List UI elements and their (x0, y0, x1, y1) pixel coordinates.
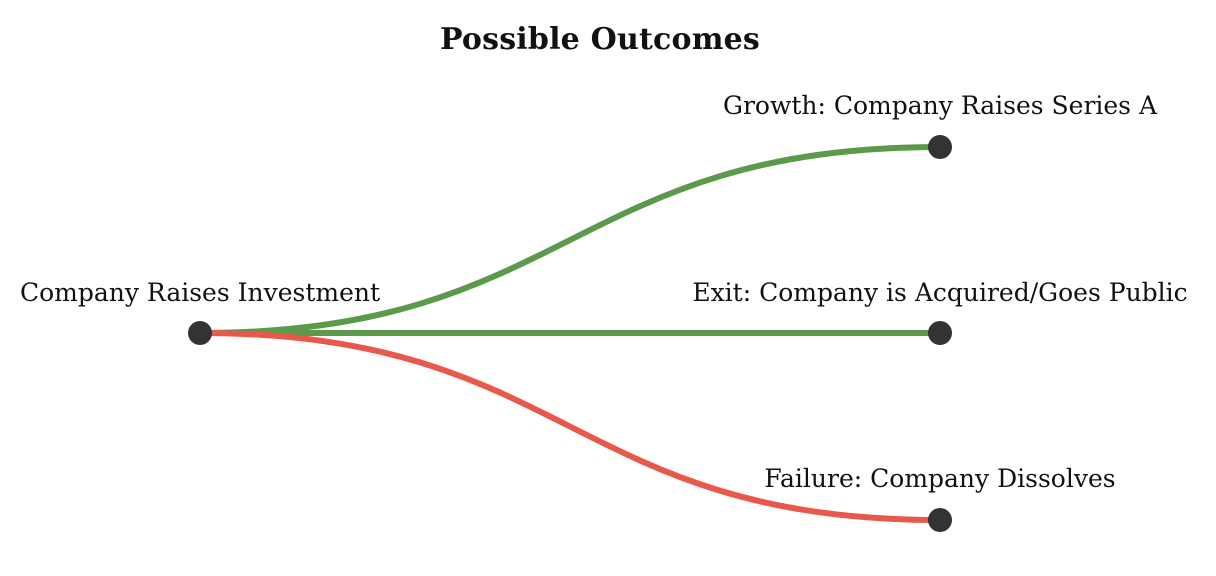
outcome-node-failure (928, 508, 952, 532)
start-node (188, 321, 212, 345)
outcome-label-growth: Growth: Company Raises Series A (723, 91, 1158, 120)
start-label: Company Raises Investment (20, 278, 380, 307)
outcome-label-failure: Failure: Company Dissolves (764, 464, 1115, 493)
outcome-node-growth (928, 135, 952, 159)
diagram-title: Possible Outcomes (439, 22, 761, 57)
branch-failure (197, 330, 943, 523)
branch-growth (197, 144, 943, 336)
outcome-label-exit: Exit: Company is Acquired/Goes Public (692, 278, 1187, 307)
outcome-node-exit (928, 321, 952, 345)
